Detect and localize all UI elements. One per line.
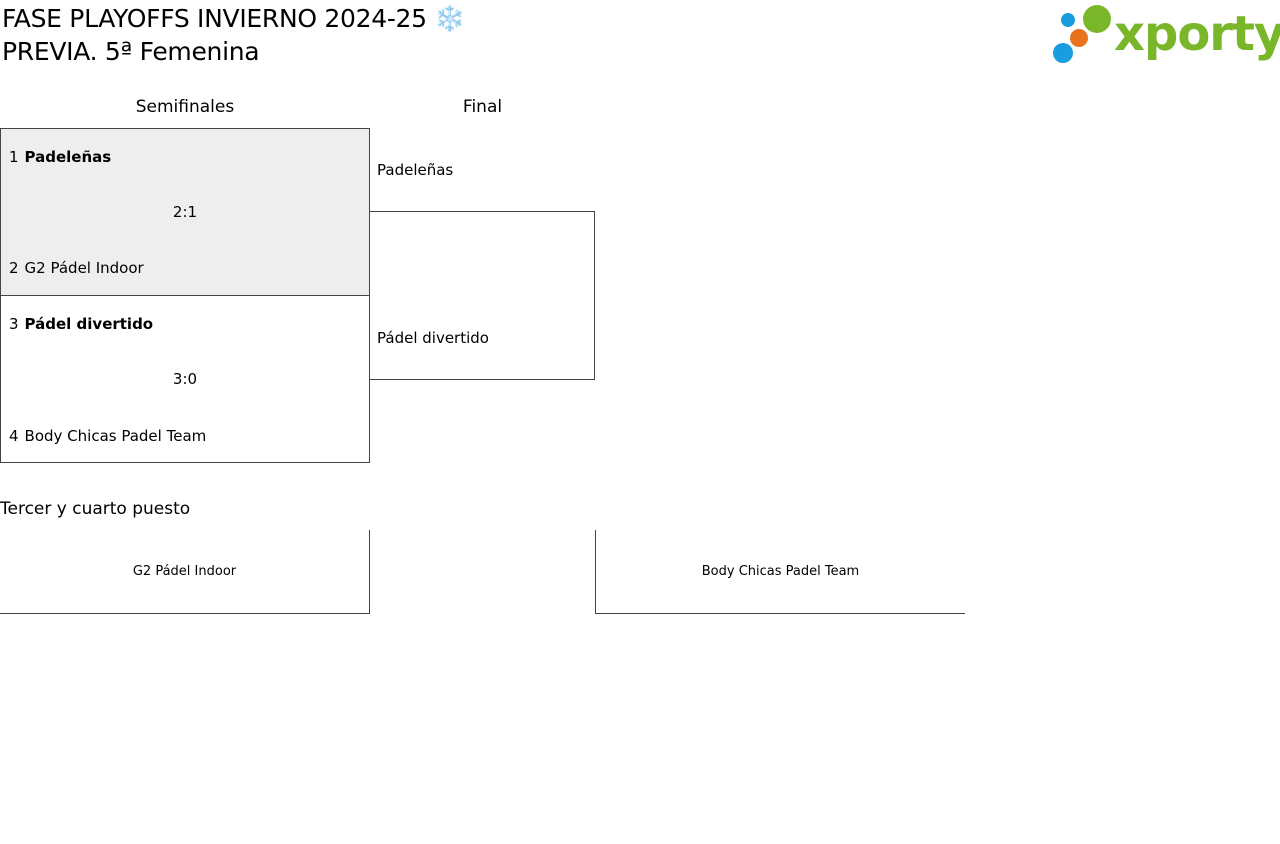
logo-wordmark: xporty: [1114, 6, 1280, 62]
title-line-2: PREVIA. 5ª Femenina: [2, 37, 260, 66]
team-name: Body Chicas Padel Team: [701, 563, 860, 579]
final-bracket-connector: [369, 211, 595, 380]
third-place-team-right[interactable]: Body Chicas Padel Team: [595, 530, 965, 614]
final-heading: Final: [462, 97, 503, 117]
semifinal-1-score: 2:1: [172, 203, 198, 221]
semifinal-1-top-team: 1 Padeleñas: [9, 147, 111, 167]
team-name: Body Chicas Padel Team: [24, 427, 207, 445]
seed-number: 1: [9, 148, 19, 166]
team-name: Pádel divertido: [24, 315, 154, 333]
seed-number: 4: [9, 427, 19, 445]
final-team-bottom: Pádel divertido: [377, 329, 489, 347]
title-line-1: FASE PLAYOFFS INVIERNO 2024-25 ❄️: [2, 4, 466, 33]
final-team-top: Padeleñas: [377, 161, 454, 179]
team-name: G2 Pádel Indoor: [24, 259, 144, 277]
semifinal-2-score: 3:0: [172, 370, 198, 388]
logo-dots-icon: [1053, 5, 1111, 63]
semifinal-1-bottom-team: 2 G2 Pádel Indoor: [9, 258, 144, 278]
team-name: Padeleñas: [24, 148, 112, 166]
third-place-team-left[interactable]: G2 Pádel Indoor: [0, 530, 370, 614]
semifinal-match-2[interactable]: 3 Pádel divertido 3:0 4 Body Chicas Padel …: [0, 295, 370, 463]
semifinal-2-bottom-team: 4 Body Chicas Padel Team: [9, 426, 206, 446]
semifinals-heading: Semifinales: [135, 97, 235, 117]
third-place-heading: Tercer y cuarto puesto: [0, 499, 191, 519]
semifinal-match-1[interactable]: 1 Padeleñas 2:1 2 G2 Pádel Indoor: [0, 128, 370, 296]
xporty-logo[interactable]: xporty: [1050, 4, 1280, 68]
seed-number: 2: [9, 259, 19, 277]
page-title: FASE PLAYOFFS INVIERNO 2024-25 ❄️ PREVIA…: [2, 2, 466, 68]
semifinal-2-top-team: 3 Pádel divertido: [9, 314, 153, 334]
seed-number: 3: [9, 315, 19, 333]
team-name: G2 Pádel Indoor: [132, 563, 237, 579]
